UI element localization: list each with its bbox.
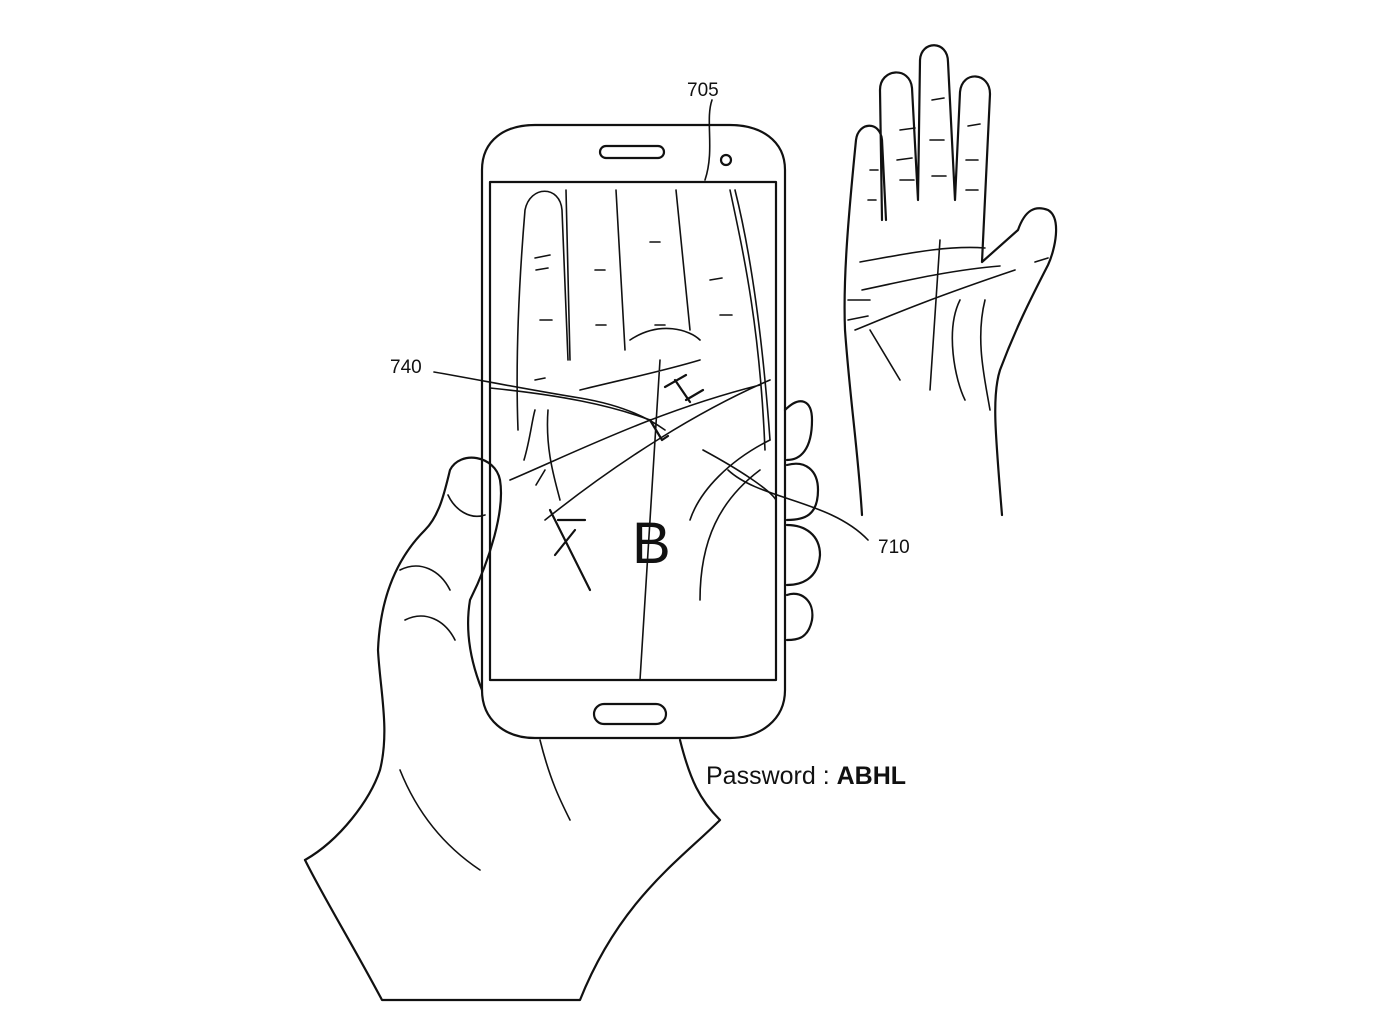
leader-710 xyxy=(727,469,869,541)
password-separator: : xyxy=(822,762,830,790)
reference-numeral-710: 710 xyxy=(878,537,910,558)
password-caption: Password : ABHL xyxy=(706,762,906,791)
phone-screen xyxy=(488,180,778,682)
speaker-grille xyxy=(598,144,666,160)
reference-numeral-705: 705 xyxy=(687,80,719,101)
password-label: Password xyxy=(706,762,816,790)
palm-letter-h xyxy=(663,373,705,404)
password-value: ABHL xyxy=(836,762,907,790)
holding-hand-drawing xyxy=(303,400,822,1002)
leader-740 xyxy=(433,371,666,431)
palm-image-on-screen xyxy=(489,189,777,681)
home-button xyxy=(592,702,668,726)
smartphone xyxy=(480,123,787,740)
leader-705 xyxy=(704,99,713,181)
front-camera-icon xyxy=(719,153,733,167)
palm-letter-b: B xyxy=(632,511,671,576)
raised-hand-drawing xyxy=(843,44,1058,517)
palm-letter-l xyxy=(648,418,670,442)
palm-letter-a xyxy=(548,508,592,592)
reference-numeral-740: 740 xyxy=(390,357,422,378)
